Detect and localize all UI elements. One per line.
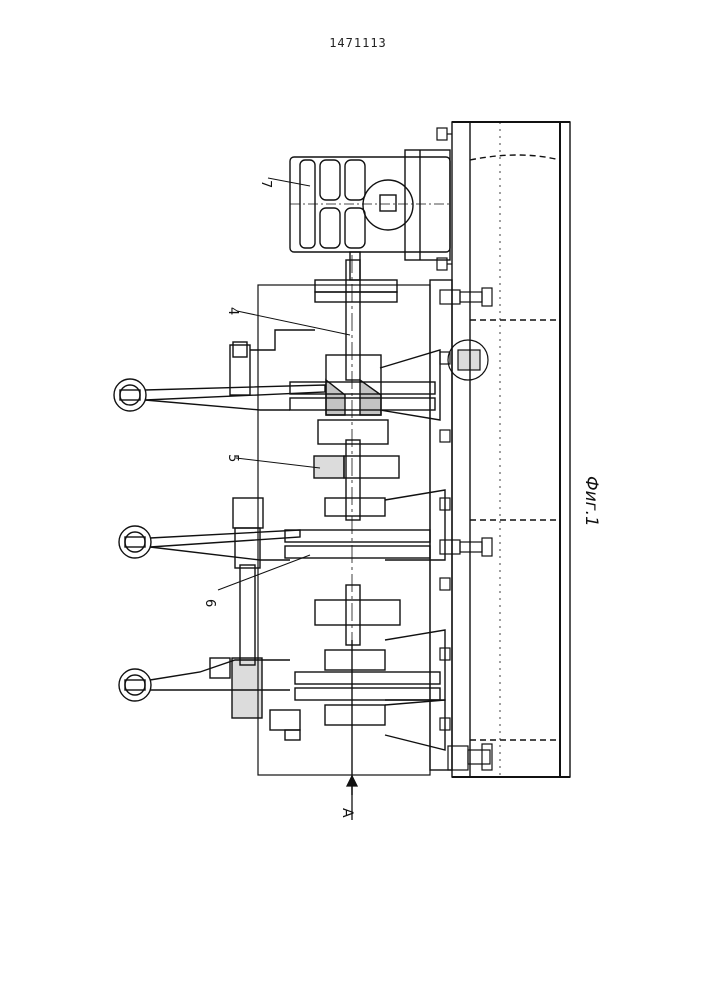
label-part-5: 5 — [225, 454, 240, 462]
mounting-plate — [258, 280, 452, 775]
label-part-6: 6 — [202, 599, 217, 607]
shaft-discs — [285, 350, 445, 750]
lever-assembly-top — [114, 330, 325, 411]
lever-assembly-middle — [119, 498, 300, 665]
label-part-4: 4 — [225, 307, 240, 315]
main-shaft — [346, 255, 360, 795]
electric-motor — [290, 150, 452, 280]
base-frame — [452, 122, 570, 777]
lever-assembly-bottom — [119, 658, 300, 740]
label-view-a: A — [339, 808, 355, 818]
figure-caption: Фиг.1 — [581, 476, 601, 527]
label-part-7: 7 — [258, 180, 273, 188]
shaft-couplings — [314, 280, 400, 725]
